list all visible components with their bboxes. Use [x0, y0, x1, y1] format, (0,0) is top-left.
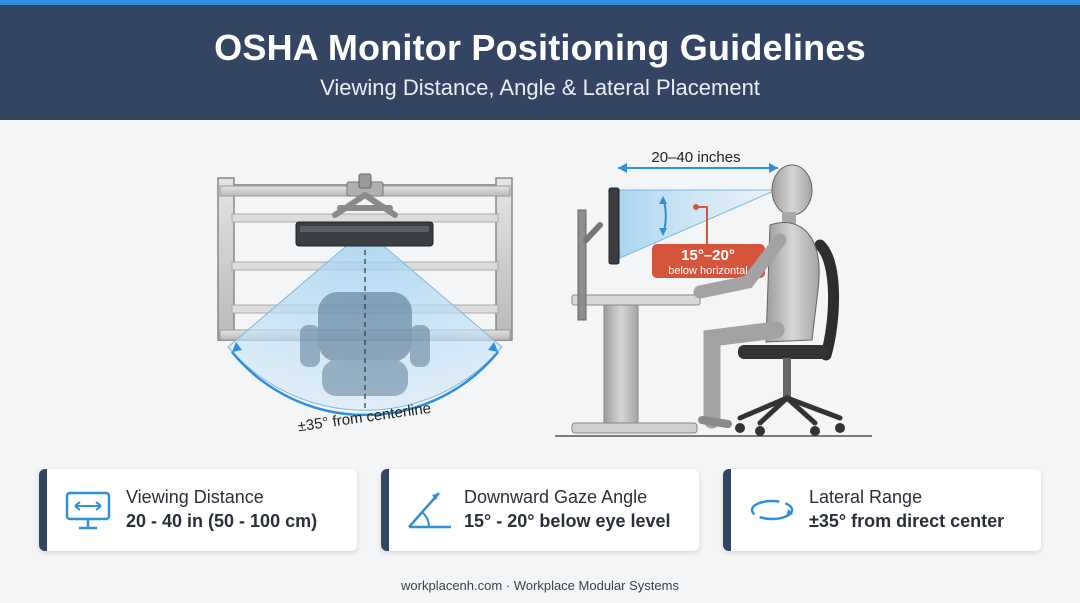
page-title: OSHA Monitor Positioning Guidelines — [214, 27, 866, 68]
monitor-arm-top-view — [332, 173, 398, 218]
footer-credit: workplacenh.com · Workplace Modular Syst… — [401, 578, 679, 593]
angle-label: 15°–20° — [681, 247, 735, 264]
top-accent-strip — [0, 0, 1080, 5]
card-viewing-distance: Viewing Distance 20 - 40 in (50 - 100 cm… — [39, 469, 357, 551]
card-label: Viewing Distance — [126, 487, 264, 507]
lateral-rotation-icon — [750, 499, 794, 521]
card-value: ±35° from direct center — [809, 511, 1005, 531]
card-label: Lateral Range — [809, 487, 923, 507]
monitor-top-view — [295, 221, 434, 247]
monitor-side-view — [608, 187, 620, 265]
header-banner: OSHA Monitor Positioning Guidelines View… — [0, 5, 1080, 120]
seated-mannequin — [693, 164, 820, 429]
angle-badge: 15°–20° below horizontal — [652, 244, 765, 278]
monitor-distance-icon — [65, 491, 111, 530]
angle-sublabel: below horizontal — [668, 265, 748, 277]
office-chair-side-view — [735, 239, 845, 436]
gaze-angle-icon — [408, 492, 451, 529]
top-view-diagram: ±35° from centerline — [217, 173, 513, 435]
side-view-diagram: 20–40 inches 15°–20° below horizontal — [555, 149, 872, 437]
card-value: 15° - 20° below eye level — [464, 511, 671, 531]
distance-arrow — [618, 163, 778, 173]
desk-side-view — [571, 209, 701, 434]
page-subtitle: Viewing Distance, Angle & Lateral Placem… — [320, 75, 760, 100]
gaze-angle-arrow — [659, 196, 708, 248]
illustration-area: ±35° from centerline 20–40 inches — [217, 149, 872, 437]
lateral-arc-arrow — [231, 342, 499, 417]
card-value: 20 - 40 in (50 - 100 cm) — [126, 511, 318, 531]
card-label: Downward Gaze Angle — [464, 487, 648, 507]
card-lateral-range: Lateral Range ±35° from direct center — [723, 469, 1041, 551]
distance-label: 20–40 inches — [651, 149, 740, 166]
card-gaze-angle: Downward Gaze Angle 15° - 20° below eye … — [381, 469, 699, 551]
